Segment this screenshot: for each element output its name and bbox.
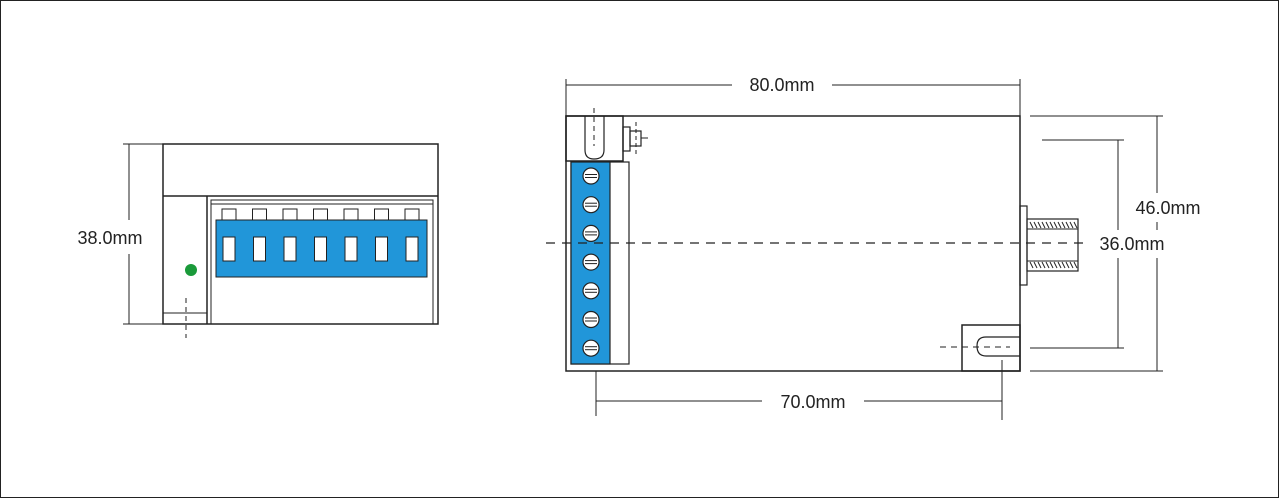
dip-switch-slots: [222, 236, 419, 262]
top-width-label: 80.0mm: [749, 75, 814, 95]
fitting-threads: [1027, 221, 1078, 269]
mount-slot-icon: [584, 116, 605, 160]
dip-switch-icon: [344, 236, 358, 262]
side-view: [162, 143, 439, 338]
screw-icon: [582, 253, 600, 271]
dip-switch-icon: [375, 236, 388, 262]
dip-switch-tab: [252, 208, 267, 221]
terminal-screws: [582, 167, 600, 357]
dip-switch-icon: [405, 236, 419, 262]
outer-height-label: 46.0mm: [1135, 198, 1200, 218]
dip-switch-tab: [343, 208, 359, 221]
inner-height-dimension: [1030, 139, 1124, 349]
top-view: [565, 108, 1079, 372]
dip-switch-tab: [374, 208, 389, 221]
side-height-dimension: [123, 143, 163, 325]
screw-icon: [582, 167, 600, 185]
led-icon: [185, 264, 197, 276]
dip-switch-tab: [282, 208, 298, 221]
threaded-fitting-icon: [1026, 218, 1079, 272]
mount-slot-icon: [976, 336, 1020, 357]
top-width-dimension: [565, 79, 1021, 116]
side-height-label: 38.0mm: [77, 228, 142, 248]
outer-height-dimension: [1030, 115, 1163, 372]
dip-switch-tab: [313, 208, 328, 221]
dip-switch-icon: [314, 236, 327, 262]
dip-switch-tab: [221, 208, 237, 221]
dip-switch-tabs: [221, 208, 420, 221]
mount-spacing-label: 70.0mm: [780, 392, 845, 412]
bottom-right-mount-block: [961, 324, 1021, 372]
dip-switch-icon: [253, 236, 266, 262]
screw-icon: [582, 310, 600, 329]
screw-icon: [582, 196, 600, 214]
mount-spacing-dimension: [595, 360, 1003, 420]
screw-icon: [582, 282, 600, 300]
inner-height-label: 36.0mm: [1099, 234, 1164, 254]
dip-switch-icon: [283, 236, 297, 262]
side-view-inner-panel: [210, 199, 434, 325]
screw-icon: [582, 339, 600, 357]
dip-switch-tab: [404, 208, 420, 221]
dip-switch-icon: [222, 236, 236, 262]
screw-icon: [582, 224, 600, 242]
